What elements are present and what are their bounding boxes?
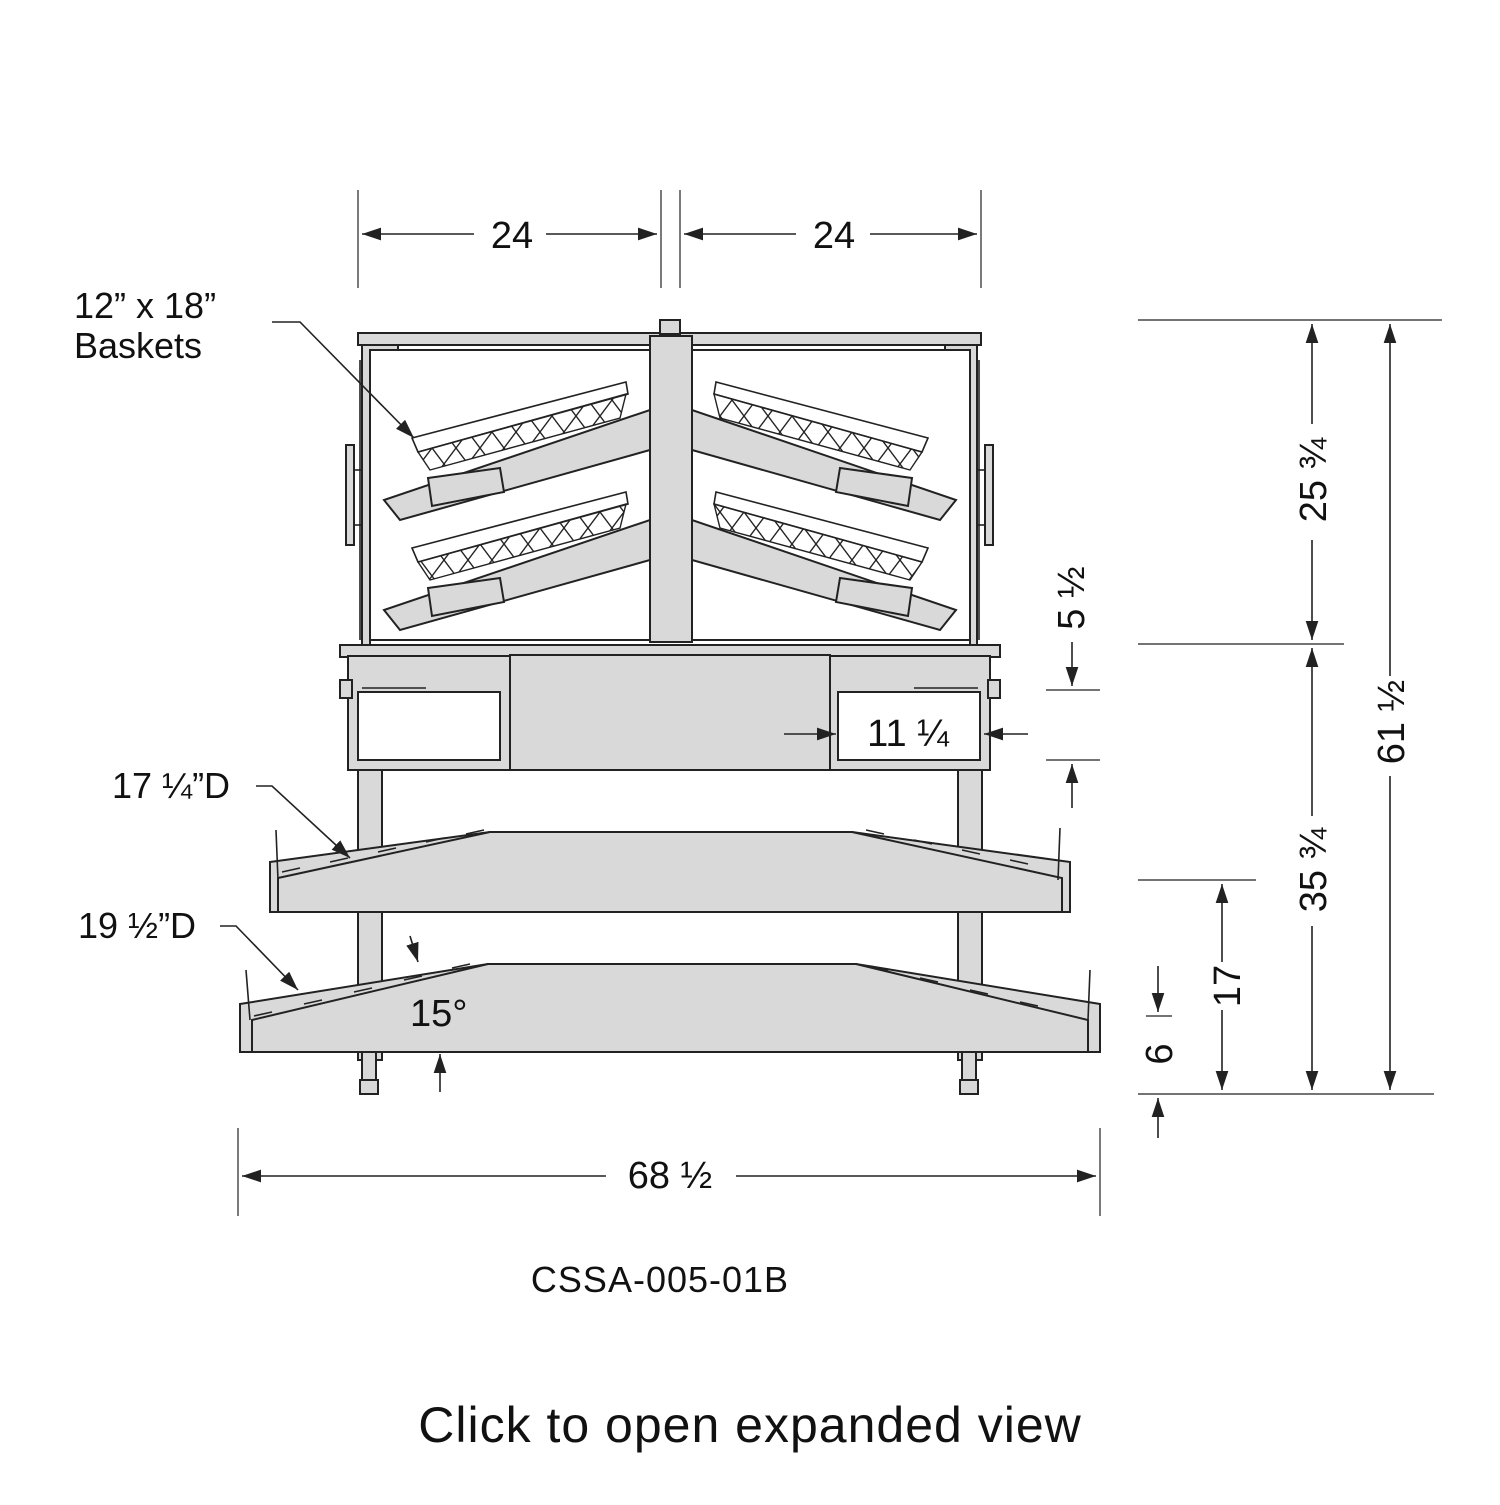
dim-verticals: 61 ½ 25 ¾ 35 ¾ 17 6 5 ½ (1046, 319, 1442, 1138)
dim-drawer-width-text: 11 ¼ (867, 713, 950, 755)
shelf-lower-label: 19 ½”D (78, 905, 196, 946)
baskets-right (691, 381, 958, 632)
dim-shelf-height: 17 (1207, 965, 1249, 1007)
dim-case-height: 25 ¾ (1293, 436, 1335, 522)
drawer-cabinet (339, 644, 1001, 771)
baskets-left (382, 381, 651, 632)
dim-overall-width-text: 68 ½ (628, 1155, 713, 1197)
baskets-label-line1: 12” x 18” (74, 285, 216, 326)
shelf-upper (269, 827, 1071, 913)
dim-overall-height: 61 ½ (1371, 680, 1413, 765)
open-expanded-view-link[interactable]: Click to open expanded view (0, 1396, 1500, 1454)
dim-counter-height: 35 ¾ (1293, 826, 1335, 912)
callouts: 12” x 18” Baskets 17 ¼”D 19 ½”D 15° (74, 285, 467, 1092)
shelf-lower (239, 963, 1101, 1053)
model-number: CSSA-005-01B (531, 1259, 789, 1300)
dim-width-right: 24 (813, 215, 855, 257)
dim-overall-width: 68 ½ (237, 1128, 1101, 1216)
dim-width-left: 24 (491, 215, 533, 257)
shelf-upper-label: 17 ¼”D (112, 765, 230, 806)
dim-top-widths: 24 24 (357, 190, 982, 288)
dim-drawer-width: 11 ¼ (784, 713, 1028, 755)
angle-label: 15° (410, 993, 467, 1035)
dim-foot-height: 6 (1139, 1043, 1181, 1064)
dim-drawer-height: 5 ½ (1051, 566, 1093, 629)
baskets-label-line2: Baskets (74, 325, 202, 366)
